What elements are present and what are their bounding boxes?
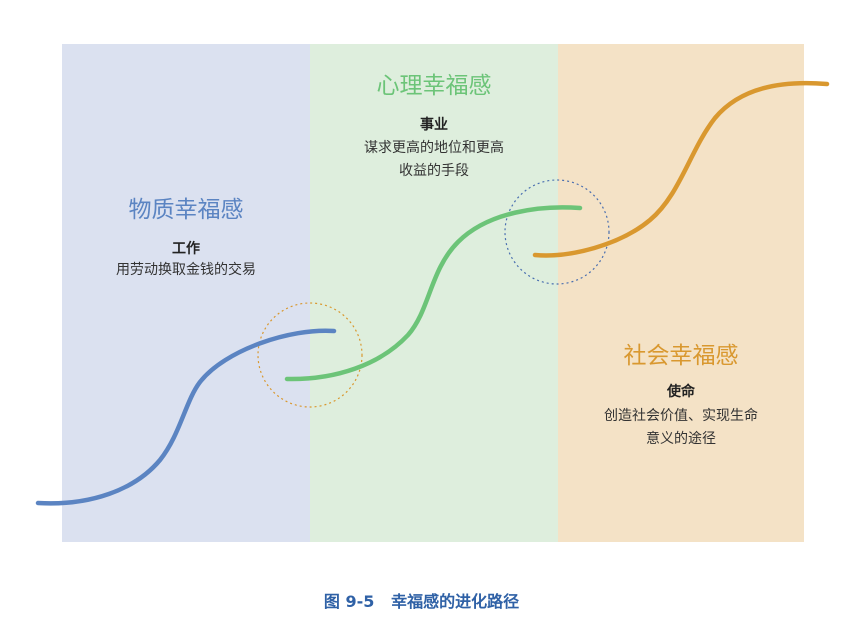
transition-circle-1	[257, 302, 363, 408]
social-stage-title: 社会幸福感	[623, 343, 739, 369]
psychological-stage-subtitle: 事业	[420, 117, 448, 133]
transition-circle-2	[504, 179, 610, 285]
psychological-curve	[284, 205, 583, 382]
psychological-description-line: 收益的手段	[399, 163, 469, 179]
psychological-stage-panel	[310, 44, 558, 542]
social-curve	[532, 80, 830, 258]
social-stage-panel	[558, 44, 804, 542]
material-stage-description: 用劳动换取金钱的交易	[116, 262, 256, 278]
figure-caption: 图 9-5 幸福感的进化路径	[323, 592, 520, 611]
material-stage-subtitle: 工作	[172, 241, 200, 257]
material-curve	[35, 328, 337, 506]
social-description-line: 意义的途径	[646, 431, 716, 447]
psychological-stage-description: 谋求更高的地位和更高 收益的手段	[310, 137, 558, 183]
psychological-stage-title: 心理幸福感	[376, 73, 492, 99]
social-description-line: 创造社会价值、实现生命	[604, 408, 758, 424]
social-stage-subtitle: 使命	[667, 384, 695, 400]
social-stage-description: 创造社会价值、实现生命 意义的途径	[558, 405, 804, 451]
material-stage-panel	[62, 44, 310, 542]
psychological-description-line: 谋求更高的地位和更高	[364, 140, 504, 156]
material-stage-title: 物质幸福感	[128, 197, 244, 223]
